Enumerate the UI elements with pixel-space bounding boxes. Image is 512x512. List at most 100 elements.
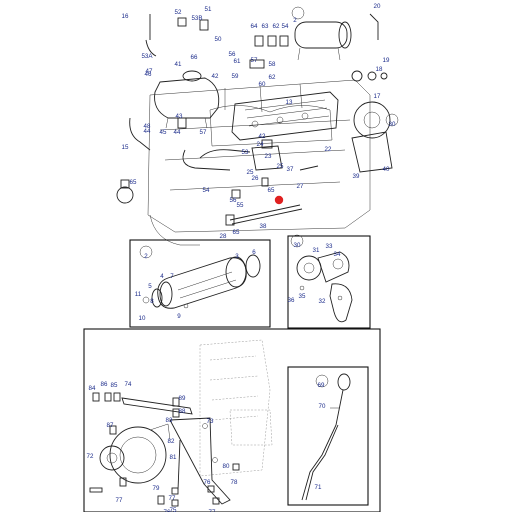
callout-top-37: 37 bbox=[287, 166, 294, 173]
callout-top-48: 48 bbox=[144, 123, 151, 130]
callout-top-53A: 53A bbox=[141, 53, 153, 60]
inset-heat-exchanger-frame bbox=[129, 239, 271, 328]
callout-top-41: 41 bbox=[175, 61, 182, 68]
callout-bottom-88: 88 bbox=[179, 408, 186, 415]
callout-top-25: 25 bbox=[247, 169, 254, 176]
coolant-pump bbox=[351, 101, 393, 173]
callout-top-57: 57 bbox=[251, 57, 258, 64]
circled-ref-2-top bbox=[291, 6, 305, 20]
callout-inset_2-6: 6 bbox=[252, 249, 256, 256]
callout-top-20: 20 bbox=[374, 3, 381, 10]
callout-top-57: 57 bbox=[200, 129, 207, 136]
callout-top-23: 23 bbox=[265, 153, 272, 160]
callout-top-65: 65 bbox=[268, 187, 275, 194]
callout-top-65: 65 bbox=[130, 179, 137, 186]
bolts-and-washers bbox=[89, 392, 240, 507]
callout-bottom-76: 76 bbox=[204, 479, 211, 486]
callout-top-19: 19 bbox=[383, 57, 390, 64]
callout-top-39: 39 bbox=[353, 173, 360, 180]
callout-inset_30-31: 31 bbox=[313, 247, 320, 254]
callout-bottom-81: 81 bbox=[170, 454, 177, 461]
thermostat-housing bbox=[251, 139, 283, 171]
callout-inset_2-2: 2 bbox=[144, 253, 148, 260]
callout-inset_2-4: 4 bbox=[160, 273, 164, 280]
callout-top-64: 64 bbox=[251, 23, 258, 30]
callout-top-47: 47 bbox=[146, 68, 153, 75]
engine-block-outline bbox=[147, 79, 371, 246]
callout-inset_2-7: 7 bbox=[170, 273, 174, 280]
callout-inset_30-35: 35 bbox=[299, 293, 306, 300]
callout-bottom-83: 83 bbox=[166, 417, 173, 424]
callout-top-40: 40 bbox=[383, 166, 390, 173]
callout-top-52: 52 bbox=[175, 9, 182, 16]
callout-top-60: 60 bbox=[259, 81, 266, 88]
circled-ref-30-inset bbox=[290, 234, 304, 248]
callout-top-28: 28 bbox=[220, 233, 227, 240]
callout-top-26: 26 bbox=[252, 175, 259, 182]
alternator bbox=[99, 423, 171, 484]
inset-heat-exchanger-parts bbox=[142, 254, 261, 309]
callout-top-54: 54 bbox=[282, 23, 289, 30]
callout-top-2: 2 bbox=[293, 17, 297, 24]
callout-bottom-70: 70 bbox=[319, 403, 326, 410]
callout-top-51: 51 bbox=[205, 6, 212, 13]
cylinder-head-cover bbox=[231, 91, 339, 141]
callout-bottom-85: 85 bbox=[111, 382, 118, 389]
callout-inset_2-9: 9 bbox=[177, 313, 181, 320]
bottom-section-frame bbox=[83, 328, 381, 512]
callout-inset_30-32: 32 bbox=[319, 298, 326, 305]
callout-bottom-87: 87 bbox=[107, 422, 114, 429]
callout-top-42: 42 bbox=[212, 73, 219, 80]
callout-top-13: 13 bbox=[286, 99, 293, 106]
callout-inset_2-11: 11 bbox=[135, 291, 142, 298]
callout-top-63: 63 bbox=[262, 23, 269, 30]
inset-coolant-pump-frame bbox=[287, 235, 371, 329]
callout-inset_2-8: 8 bbox=[150, 298, 154, 305]
coolant-hoses bbox=[129, 13, 379, 225]
callout-bottom-84: 84 bbox=[89, 385, 96, 392]
callout-bottom-69: 69 bbox=[318, 382, 325, 389]
callout-bottom-76: 76 bbox=[164, 509, 171, 512]
callout-inset_30-33: 33 bbox=[326, 243, 333, 250]
callout-top-43: 43 bbox=[176, 113, 183, 120]
circled-ref-2-inset bbox=[139, 245, 153, 259]
callout-top-46: 46 bbox=[145, 71, 152, 78]
drain-cock bbox=[116, 179, 134, 204]
callout-inset_30-30: 30 bbox=[294, 242, 301, 249]
inset-coolant-pump-parts bbox=[296, 251, 353, 323]
callout-inset_2-10: 10 bbox=[139, 315, 146, 322]
callout-top-61: 61 bbox=[234, 58, 241, 65]
alternator-brackets bbox=[121, 397, 231, 505]
callout-bottom-72: 72 bbox=[87, 453, 94, 460]
heat-exchanger-top bbox=[294, 21, 352, 61]
callout-top-59: 59 bbox=[232, 73, 239, 80]
callout-top-54: 54 bbox=[203, 187, 210, 194]
expansion-tank bbox=[154, 70, 220, 129]
callout-top-15: 15 bbox=[122, 144, 129, 151]
small-fittings bbox=[177, 17, 388, 226]
attention-marker bbox=[274, 195, 284, 205]
callout-inset_30-36: 36 bbox=[288, 297, 295, 304]
callout-top-44: 44 bbox=[174, 129, 181, 136]
callout-top-62: 62 bbox=[273, 23, 280, 30]
callout-top-22: 22 bbox=[325, 146, 332, 153]
callout-bottom-82: 82 bbox=[168, 438, 175, 445]
callout-bottom-89: 89 bbox=[179, 395, 186, 402]
circled-ref-30-top bbox=[385, 113, 399, 127]
callout-bottom-79: 79 bbox=[153, 485, 160, 492]
callout-top-38: 38 bbox=[260, 223, 267, 230]
callout-top-30: 30 bbox=[389, 121, 396, 128]
inset-dipstick-frame bbox=[287, 366, 369, 506]
callout-bottom-75: 75 bbox=[170, 507, 177, 512]
callout-top-65: 65 bbox=[233, 229, 240, 236]
callout-inset_2-3: 3 bbox=[235, 253, 239, 260]
callout-top-66: 66 bbox=[191, 54, 198, 61]
dipstick-assembly bbox=[301, 373, 351, 501]
callout-bottom-77: 77 bbox=[169, 495, 176, 502]
callout-bottom-77: 77 bbox=[209, 509, 216, 512]
callout-bottom-71: 71 bbox=[315, 484, 322, 491]
callout-top-53B: 53B bbox=[191, 15, 202, 22]
